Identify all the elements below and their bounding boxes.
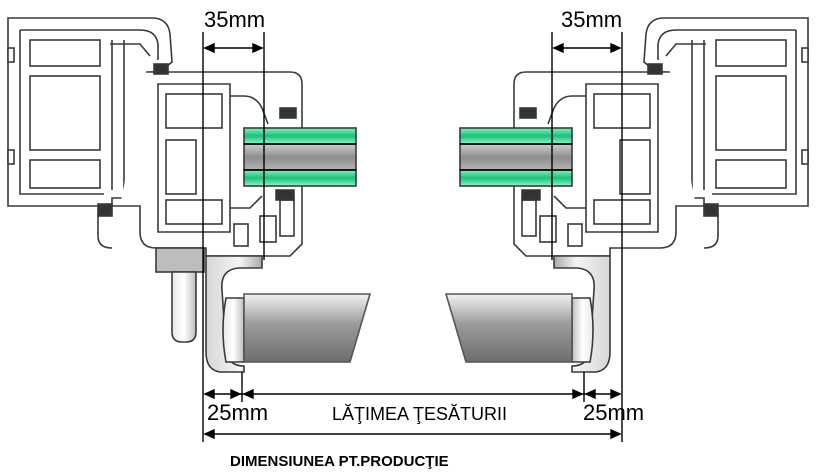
left-roller bbox=[243, 293, 372, 363]
left-profile bbox=[7, 17, 372, 373]
right-profile bbox=[444, 17, 809, 373]
dim-label-25-left: 25mm bbox=[207, 400, 268, 425]
left-glass-green-bottom bbox=[243, 169, 357, 187]
left-frame-outline bbox=[97, 71, 303, 257]
fabric-width-label: LĂŢIMEA ŢESĂTURII bbox=[332, 404, 507, 424]
left-gasket bbox=[279, 107, 297, 119]
dim-label-35-left: 35mm bbox=[204, 7, 265, 32]
left-bracket bbox=[155, 247, 205, 273]
left-sash-inner bbox=[19, 29, 159, 195]
left-gasket bbox=[275, 189, 295, 201]
dim-label-35-right: 35mm bbox=[561, 7, 622, 32]
left-gasket bbox=[153, 63, 169, 75]
dimension-lines bbox=[202, 32, 623, 442]
left-frame-inner bbox=[157, 83, 231, 233]
left-sash-chamber bbox=[29, 159, 101, 189]
left-glass-green-top bbox=[243, 127, 357, 145]
left-sash-chamber bbox=[29, 75, 101, 151]
left-handle bbox=[171, 271, 197, 343]
left-gasket bbox=[97, 203, 113, 217]
dim-label-25-right: 25mm bbox=[583, 400, 644, 425]
left-glass-grey bbox=[243, 143, 357, 171]
production-dimension-label: DIMENSIUNEA PT.PRODUCŢIE bbox=[230, 453, 449, 470]
left-sash-chamber bbox=[29, 39, 101, 67]
left-roller-cap bbox=[222, 297, 245, 363]
